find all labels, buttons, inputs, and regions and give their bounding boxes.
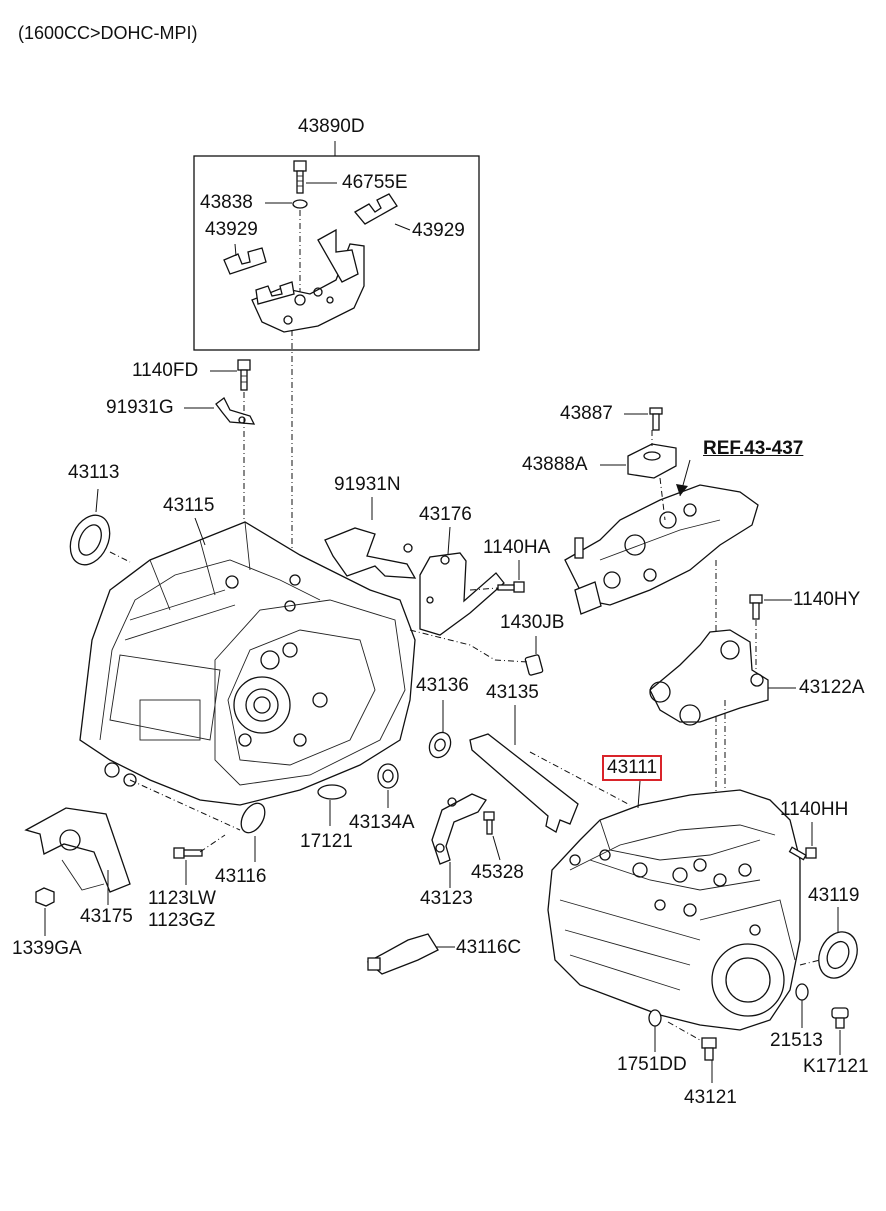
part-label-45328[interactable]: 45328 — [471, 862, 524, 883]
engine-spec-heading: (1600CC>DOHC-MPI) — [18, 23, 198, 43]
part-label-43136[interactable]: 43136 — [416, 675, 469, 696]
part-label-43929-right[interactable]: 43929 — [412, 220, 465, 241]
part-label-1140HH[interactable]: 1140HH — [780, 799, 849, 820]
part-label-43929-left[interactable]: 43929 — [205, 219, 258, 240]
bolt-1123LW — [173, 834, 226, 885]
mount-bracket-43122A — [649, 594, 796, 840]
part-label-1140HA[interactable]: 1140HA — [483, 537, 551, 558]
part-label-K17121[interactable]: K17121 — [803, 1056, 869, 1077]
part-label-43116[interactable]: 43116 — [215, 866, 267, 887]
oil-guide-43135 — [469, 705, 631, 833]
part-label-43115[interactable]: 43115 — [163, 495, 215, 516]
gasket-and-plug — [795, 983, 849, 1055]
reference-link-43-437[interactable]: REF.43-437 — [703, 438, 804, 459]
disc-43116 — [240, 802, 266, 862]
sensor-43116C — [366, 933, 455, 975]
part-label-43119[interactable]: 43119 — [808, 885, 860, 906]
part-label-43111-selected[interactable]: 43111 — [602, 755, 663, 781]
plate-17121 — [317, 784, 347, 826]
bracket-43175 — [24, 807, 131, 936]
part-label-43134A[interactable]: 43134A — [349, 812, 415, 833]
part-label-43176[interactable]: 43176 — [419, 504, 472, 525]
part-label-43122A[interactable]: 43122A — [799, 677, 865, 698]
part-label-1339GA[interactable]: 1339GA — [12, 938, 82, 959]
oil-seal-43113 — [69, 488, 131, 566]
bolt-1140HA — [469, 560, 525, 593]
part-label-21513[interactable]: 21513 — [770, 1030, 823, 1051]
part-label-43135[interactable]: 43135 — [486, 682, 539, 703]
part-label-43113[interactable]: 43113 — [68, 462, 120, 483]
part-label-43838[interactable]: 43838 — [200, 192, 253, 213]
part-label-43888A[interactable]: 43888A — [522, 454, 588, 475]
seal-43134A — [377, 763, 399, 808]
part-label-1751DD[interactable]: 1751DD — [617, 1054, 687, 1075]
part-label-43175[interactable]: 43175 — [80, 906, 133, 927]
part-label-43116C[interactable]: 43116C — [456, 937, 522, 958]
part-label-43890D[interactable]: 43890D — [298, 116, 365, 137]
part-label-43123[interactable]: 43123 — [420, 888, 473, 909]
seal-43119 — [799, 907, 858, 979]
washer-and-plug — [648, 1009, 717, 1083]
dowel-1430JB — [409, 629, 544, 676]
part-label-91931G[interactable]: 91931G — [106, 397, 174, 418]
bracket-assembly-group — [193, 141, 480, 600]
bolt-1140HH — [788, 822, 817, 861]
part-label-43887[interactable]: 43887 — [560, 403, 613, 424]
transaxle-case-43111 — [547, 780, 801, 1031]
part-label-1123LW[interactable]: 1123LW — [148, 888, 216, 909]
part-label-43121[interactable]: 43121 — [684, 1087, 737, 1108]
seal-43136 — [428, 700, 452, 759]
bracket-43176 — [419, 526, 505, 636]
part-label-1140FD[interactable]: 1140FD — [132, 360, 199, 381]
part-label-91931N[interactable]: 91931N — [334, 474, 401, 495]
part-label-46755E[interactable]: 46755E — [342, 172, 408, 193]
part-label-1430JB[interactable]: 1430JB — [500, 612, 565, 633]
clutch-housing-43115 — [79, 517, 416, 831]
part-label-1123GZ[interactable]: 1123GZ — [148, 910, 216, 931]
bracket-43123 — [431, 793, 501, 888]
part-label-17121[interactable]: 17121 — [300, 831, 353, 852]
shift-assembly-ref — [564, 407, 759, 830]
part-label-1140HY[interactable]: 1140HY — [793, 589, 861, 610]
bracket-91931N — [324, 497, 417, 579]
